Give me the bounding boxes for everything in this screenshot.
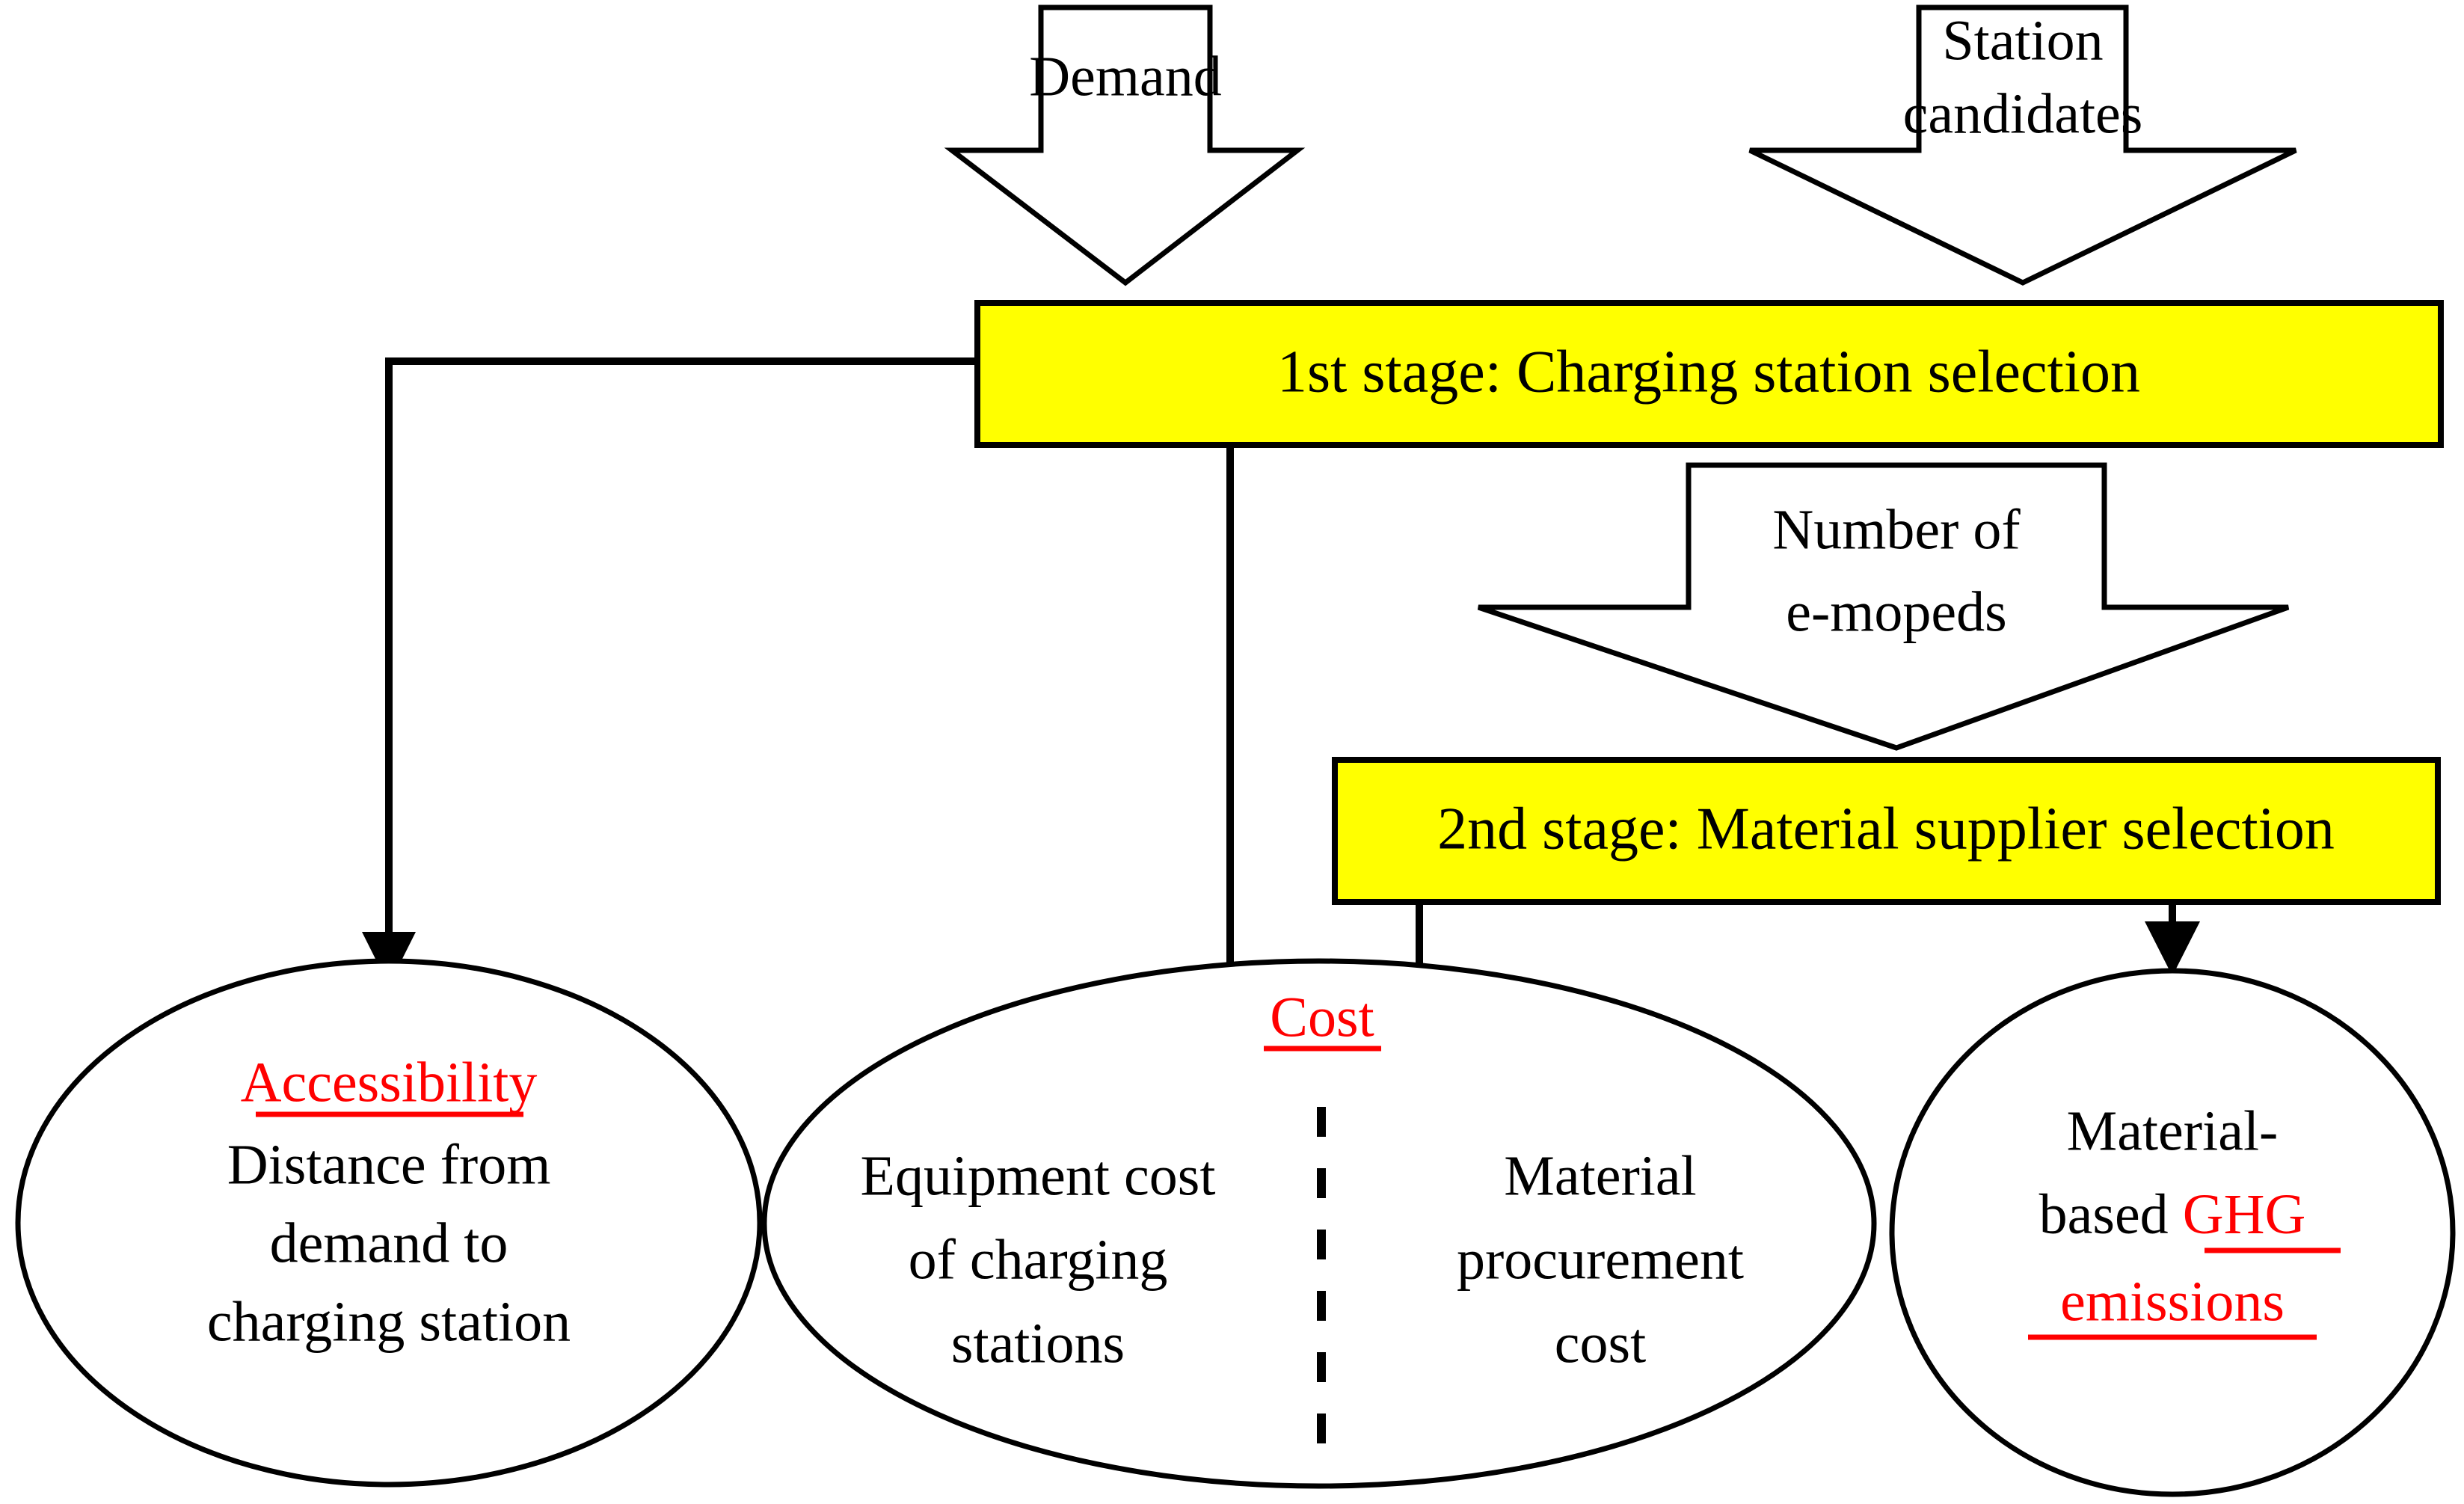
- ghg-line-2: based GHG: [2039, 1183, 2306, 1246]
- cost-right-line-2: procurement: [1457, 1228, 1744, 1291]
- objective-cost[interactable]: Cost Equipment cost of charging stations…: [761, 958, 1877, 1489]
- ghg-emissions-ellipse[interactable]: [1889, 968, 2456, 1497]
- objective-accessibility[interactable]: Accessibility Distance from demand to ch…: [15, 958, 763, 1488]
- cost-right-line-3: cost: [1555, 1312, 1646, 1375]
- objective-ghg-emissions[interactable]: Material- based GHG emissions: [1889, 968, 2456, 1497]
- stage-2-label: 2nd stage: Material supplier selection: [1437, 796, 2335, 862]
- ghg-line-3-highlight: emissions: [2060, 1270, 2285, 1333]
- input-arrow-demand: Demand: [944, 4, 1306, 286]
- station-candidates-label-line2: candidates: [1903, 82, 2143, 145]
- stage-2-rect[interactable]: [1332, 757, 2441, 905]
- cost-highlight-label: Cost: [1270, 986, 1374, 1049]
- number-of-e-mopeds-label-line2: e-mopeds: [1786, 580, 2006, 643]
- accessibility-line-1: Distance from: [227, 1133, 551, 1196]
- station-candidates-label-line1: Station: [1942, 9, 2103, 72]
- cost-left-line-2: of charging: [909, 1228, 1168, 1291]
- number-of-e-mopeds-arrow-shape: [1477, 462, 2290, 751]
- connector-stage2-to-ghg: [2145, 902, 2200, 976]
- connector-stage1-accessibility-path: [385, 357, 977, 950]
- cost-right-line-1: Material: [1504, 1144, 1696, 1207]
- connector-stage1-to-accessibility: [362, 357, 977, 986]
- ghg-line-2-plain: based: [2039, 1183, 2183, 1246]
- input-arrow-number-of-e-mopeds: Number of e-mopeds: [1477, 462, 2290, 751]
- accessibility-line-3: charging station: [207, 1290, 571, 1353]
- stage-2-box[interactable]: 2nd stage: Material supplier selection: [1332, 757, 2441, 905]
- station-candidates-arrow-shape: [1748, 4, 2297, 286]
- cost-ellipse[interactable]: [761, 958, 1877, 1489]
- stage-1-label: 1st stage: Charging station selection: [1277, 339, 2140, 405]
- cost-left-line-3: stations: [951, 1312, 1125, 1375]
- number-of-e-mopeds-label-line1: Number of: [1772, 498, 2021, 561]
- ghg-line-2-highlight: GHG: [2183, 1183, 2306, 1246]
- accessibility-ellipse[interactable]: [15, 958, 763, 1488]
- demand-arrow-shape: [944, 4, 1306, 286]
- ghg-line-1: Material-: [2067, 1099, 2279, 1162]
- accessibility-line-2: demand to: [270, 1212, 509, 1274]
- connector-stage2-ghg-arrowhead: [2145, 921, 2200, 976]
- input-arrow-station-candidates: Station candidates: [1748, 4, 2297, 286]
- stage-1-box[interactable]: 1st stage: Charging station selection: [974, 300, 2444, 448]
- demand-label: Demand: [1029, 45, 1221, 108]
- accessibility-highlight-label: Accessibility: [241, 1051, 538, 1114]
- cost-left-line-1: Equipment cost: [861, 1144, 1216, 1207]
- stage-1-rect[interactable]: [974, 300, 2444, 448]
